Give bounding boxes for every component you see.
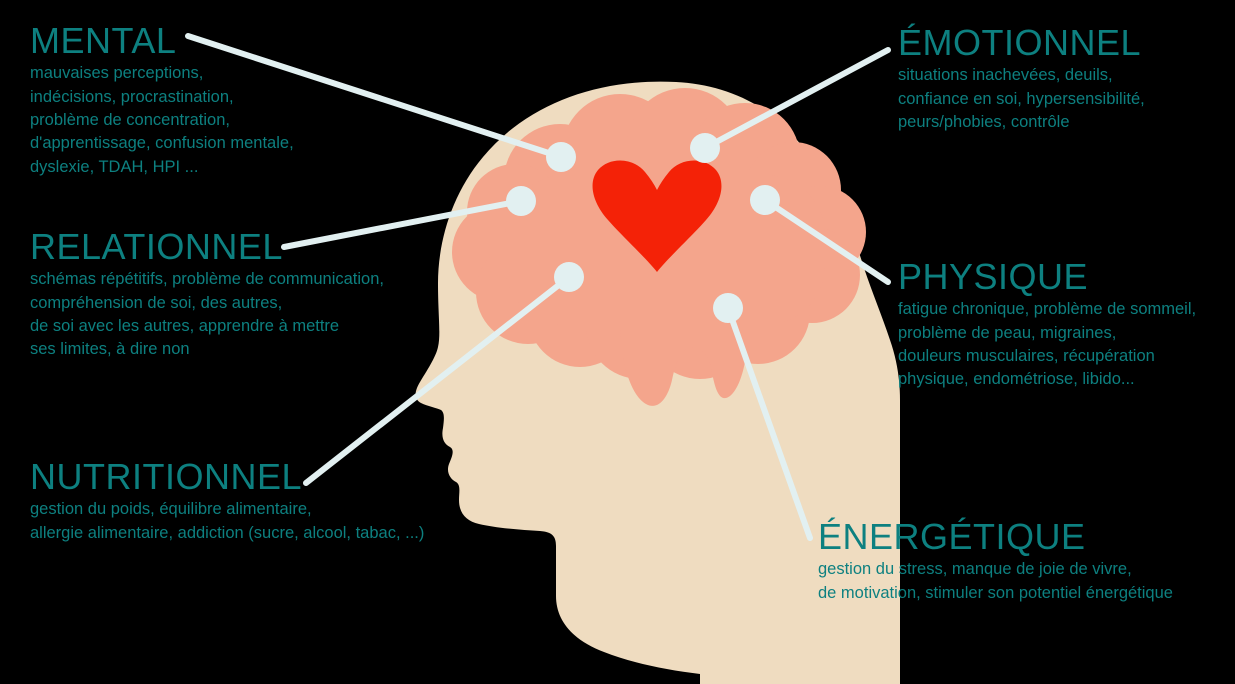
label-title-energetique: ÉNERGÉTIQUE bbox=[818, 516, 1086, 557]
label-block-energetique: ÉNERGÉTIQUE gestion du stress, manque de… bbox=[818, 516, 1173, 605]
label-title-nutritionnel: NUTRITIONNEL bbox=[30, 456, 303, 497]
connector-dot-emotionnel bbox=[690, 133, 720, 163]
connector-dot-physique bbox=[750, 185, 780, 215]
label-line: confiance en soi, hypersensibilité, bbox=[898, 89, 1145, 108]
heart-group bbox=[592, 160, 722, 272]
label-line: de motivation, stimuler son potentiel én… bbox=[818, 583, 1173, 602]
connector-dot-nutritionnel bbox=[554, 262, 584, 292]
label-body-emotionnel: situations inachevées, deuils, confiance… bbox=[898, 64, 1145, 134]
label-block-physique: PHYSIQUE fatigue chronique, problème de … bbox=[898, 256, 1196, 392]
connector-line-nutritionnel bbox=[303, 274, 572, 486]
label-line: mauvaises perceptions, bbox=[30, 64, 204, 83]
label-line: peurs/phobies, contrôle bbox=[898, 113, 1070, 131]
label-line: situations inachevées, deuils, bbox=[898, 66, 1113, 85]
label-line: problème de peau, migraines, bbox=[898, 323, 1117, 342]
label-title-physique: PHYSIQUE bbox=[898, 256, 1089, 297]
label-line: gestion du stress, manque de joie de viv… bbox=[818, 560, 1132, 579]
label-block-mental: MENTAL mauvaises perceptions, indécision… bbox=[30, 20, 294, 179]
label-body-energetique: gestion du stress, manque de joie de viv… bbox=[818, 558, 1173, 605]
heart bbox=[592, 160, 722, 272]
label-line: indécisions, procrastination, bbox=[30, 87, 234, 106]
label-line: d'apprentissage, confusion mentale, bbox=[30, 134, 294, 153]
label-line: douleurs musculaires, récupération bbox=[898, 347, 1155, 365]
label-line: compréhension de soi, des autres, bbox=[30, 293, 283, 312]
label-line: fatigue chronique, problème de sommeil, bbox=[898, 300, 1197, 319]
connector-line-relationnel bbox=[281, 198, 524, 250]
label-line: schémas répétitifs, problème de communic… bbox=[30, 270, 384, 289]
connector-dot-energetique bbox=[713, 293, 743, 323]
label-line: allergie alimentaire, addiction (sucre, … bbox=[30, 523, 425, 542]
label-line: ses limites, à dire non bbox=[30, 340, 190, 359]
connector-lines bbox=[185, 33, 891, 541]
connector-line-physique bbox=[762, 197, 891, 285]
brain-group bbox=[452, 88, 866, 406]
label-title-relationnel: RELATIONNEL bbox=[30, 226, 283, 267]
label-line: problème de concentration, bbox=[30, 111, 230, 129]
label-body-nutritionnel: gestion du poids, équilibre alimentaire,… bbox=[30, 498, 424, 545]
connector-line-mental bbox=[185, 33, 564, 160]
connector-dot-mental bbox=[546, 142, 576, 172]
brain bbox=[452, 88, 866, 406]
label-body-relationnel: schémas répétitifs, problème de communic… bbox=[30, 268, 384, 362]
label-title-emotionnel: ÉMOTIONNEL bbox=[898, 22, 1142, 63]
connector-dot-relationnel bbox=[506, 186, 536, 216]
connector-dots bbox=[506, 133, 780, 323]
connector-line-energetique bbox=[725, 305, 813, 541]
label-body-physique: fatigue chronique, problème de sommeil, … bbox=[898, 298, 1196, 392]
label-block-nutritionnel: NUTRITIONNEL gestion du poids, équilibre… bbox=[30, 456, 424, 545]
connector-line-emotionnel bbox=[702, 47, 891, 151]
label-line: gestion du poids, équilibre alimentaire, bbox=[30, 500, 312, 519]
label-line: de soi avec les autres, apprendre à mett… bbox=[30, 317, 340, 335]
label-block-emotionnel: ÉMOTIONNEL situations inachevées, deuils… bbox=[898, 22, 1145, 134]
label-body-mental: mauvaises perceptions, indécisions, proc… bbox=[30, 62, 294, 179]
label-block-relationnel: RELATIONNEL schémas répétitifs, problème… bbox=[30, 226, 384, 362]
label-line: dyslexie, TDAH, HPI ... bbox=[30, 157, 199, 176]
label-line: physique, endométriose, libido... bbox=[898, 370, 1135, 389]
label-title-mental: MENTAL bbox=[30, 20, 177, 61]
